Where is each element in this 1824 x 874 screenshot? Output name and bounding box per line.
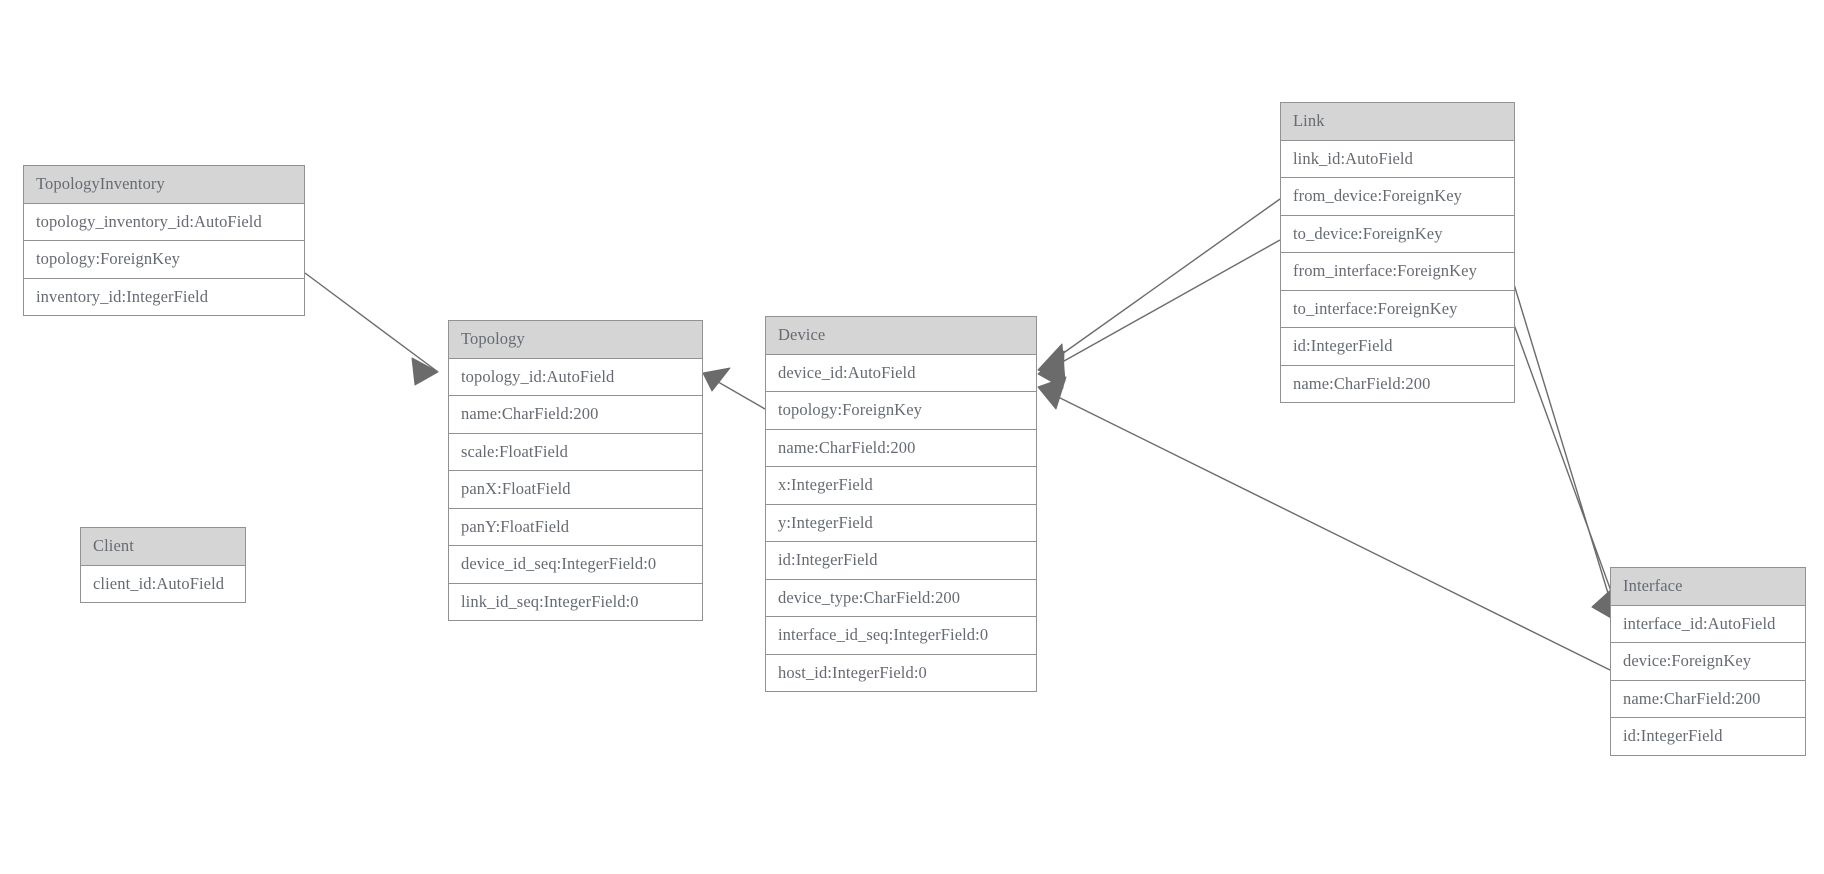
entity-title-topology: Topology <box>449 321 702 359</box>
entity-field-row[interactable]: topology:ForeignKey <box>766 392 1036 430</box>
relationship-line <box>1512 280 1615 614</box>
entity-field-row[interactable]: topology_id:AutoField <box>449 358 702 396</box>
relationship-rel-link-fromdevice-device <box>1037 198 1281 382</box>
entity-field-row[interactable]: y:IntegerField <box>766 504 1036 542</box>
entity-field-row[interactable]: link_id_seq:IntegerField:0 <box>449 583 702 620</box>
relationship-arrowhead-icon <box>1037 343 1066 382</box>
entity-field-row[interactable]: device_id:AutoField <box>766 354 1036 392</box>
relationship-line <box>1047 198 1281 365</box>
entity-field-row[interactable]: device_id_seq:IntegerField:0 <box>449 546 702 584</box>
relationship-arrowhead-icon <box>702 367 731 392</box>
relationship-arrowhead-icon <box>1037 376 1067 410</box>
entity-field-row[interactable]: interface_id_seq:IntegerField:0 <box>766 617 1036 655</box>
entity-field-row[interactable]: name:CharField:200 <box>449 396 702 434</box>
entity-field-row[interactable]: id:IntegerField <box>1611 718 1805 755</box>
entity-field-row[interactable]: to_device:ForeignKey <box>1281 215 1514 253</box>
entity-field-row[interactable]: device:ForeignKey <box>1611 643 1805 681</box>
entity-field-row[interactable]: id:IntegerField <box>1281 328 1514 366</box>
entity-title-client: Client <box>81 528 245 566</box>
entity-field-row[interactable]: inventory_id:IntegerField <box>24 278 304 315</box>
entity-field-row[interactable]: panY:FloatField <box>449 508 702 546</box>
relationship-rel-interface-device-device <box>1037 376 1611 671</box>
entity-field-row[interactable]: panX:FloatField <box>449 471 702 509</box>
entity-field-row[interactable]: topology:ForeignKey <box>24 241 304 279</box>
relationship-line <box>1047 391 1611 671</box>
entity-field-row[interactable]: name:CharField:200 <box>766 429 1036 467</box>
relationship-line <box>1512 321 1620 614</box>
entity-field-row[interactable]: from_interface:ForeignKey <box>1281 253 1514 291</box>
entity-title-topology_inventory: TopologyInventory <box>24 166 304 204</box>
relationship-rel-device-topology <box>702 367 766 410</box>
relationship-rel-link-todevice-device <box>1037 239 1281 389</box>
entity-title-interface: Interface <box>1611 568 1805 606</box>
relationship-rel-link-tointerface-interface <box>1512 321 1620 623</box>
entity-field-row[interactable]: scale:FloatField <box>449 433 702 471</box>
entity-field-row[interactable]: to_interface:ForeignKey <box>1281 290 1514 328</box>
relationship-arrowhead-icon <box>411 357 439 386</box>
relationship-arrowhead-icon <box>1037 350 1065 389</box>
relationship-line <box>304 272 439 373</box>
entity-field-row[interactable]: name:CharField:200 <box>1611 680 1805 718</box>
entity-field-row[interactable]: link_id:AutoField <box>1281 140 1514 178</box>
relationship-rel-link-frominterface-interface <box>1512 280 1619 623</box>
relationship-line <box>712 378 766 410</box>
entity-field-row[interactable]: id:IntegerField <box>766 542 1036 580</box>
entity-title-device: Device <box>766 317 1036 355</box>
entity-field-row[interactable]: interface_id:AutoField <box>1611 605 1805 643</box>
entity-field-row[interactable]: client_id:AutoField <box>81 565 245 602</box>
relationship-line <box>1047 239 1281 371</box>
entity-field-row[interactable]: host_id:IntegerField:0 <box>766 654 1036 691</box>
entity-title-link: Link <box>1281 103 1514 141</box>
entity-field-row[interactable]: topology_inventory_id:AutoField <box>24 203 304 241</box>
entity-field-row[interactable]: name:CharField:200 <box>1281 365 1514 402</box>
entity-field-row[interactable]: from_device:ForeignKey <box>1281 178 1514 216</box>
entity-field-row[interactable]: x:IntegerField <box>766 467 1036 505</box>
relationship-rel-topologyinventory-topology <box>304 272 439 386</box>
entity-field-row[interactable]: device_type:CharField:200 <box>766 579 1036 617</box>
